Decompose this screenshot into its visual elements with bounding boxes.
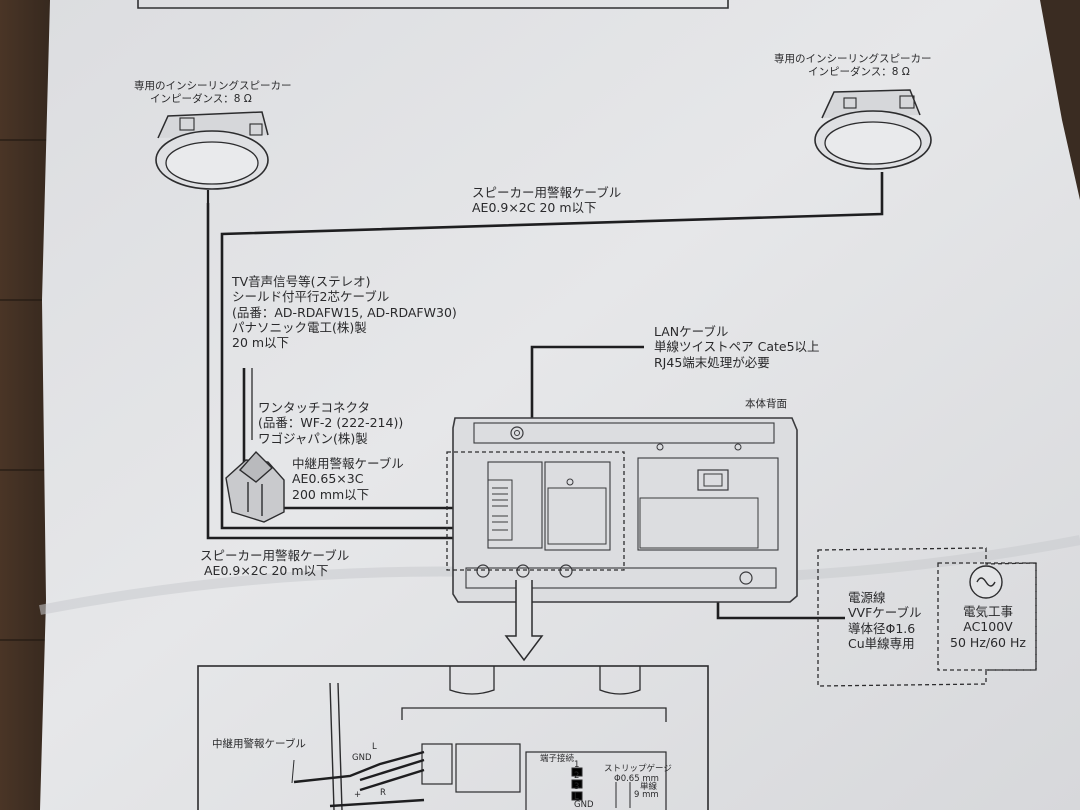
- detail-gnd-label: GND: [352, 753, 372, 763]
- detail-box-drawing: [197, 665, 709, 810]
- terminal-2-label: 2: [574, 771, 580, 781]
- speaker-cable-left: [206, 203, 500, 540]
- one-touch-connector-drawing: [225, 450, 285, 523]
- tv-cable-label: TV音声信号等(ステレオ) シールド付平行2芯ケーブル (品番：AD-RDAFW…: [232, 274, 457, 350]
- lan-cable-label: LANケーブル 単線ツイストペア Cate5以上 RJ45端末処理が必要: [654, 324, 820, 370]
- detail-cable-label: 中継用警報ケーブル: [212, 738, 306, 750]
- speaker-right-label: 専用のインシーリングスピーカー インピーダンス：8 Ω: [774, 53, 932, 78]
- speaker-cable-right: [220, 172, 884, 530]
- electrical-work-label: 電気工事 AC100V 50 Hz/60 Hz: [950, 604, 1026, 650]
- top-frame: [137, 0, 729, 9]
- speaker-left-drawing: [155, 111, 269, 203]
- single-wire-label: 単線: [640, 782, 658, 792]
- ac-symbol-icon: [969, 565, 1003, 599]
- speaker-left-label: 専用のインシーリングスピーカー インピーダンス：8 Ω: [134, 80, 292, 105]
- down-arrow-icon: [504, 580, 544, 662]
- speaker-cable-top-label: スピーカー用警報ケーブル AE0.9×2C 20 m以下: [472, 185, 622, 216]
- strip-gauge-label: ストリップゲージ: [604, 764, 672, 774]
- terminal-1-label: 1: [574, 760, 580, 770]
- power-line-label: 電源線 VVFケーブル 導体径Φ1.6 Cu単線専用: [848, 590, 922, 651]
- terminal-3-label: 3: [574, 782, 580, 792]
- paper-sheet: [40, 0, 1080, 810]
- detail-l-label: L: [372, 742, 377, 752]
- connector-label: ワンタッチコネクタ (品番：WF-2 (222-214)) ワゴジャパン(株)製: [258, 400, 404, 446]
- relay-cable-label: 中継用警報ケーブル AE0.65×3C 200 mm以下: [292, 456, 404, 502]
- strip-length-label: 9 mm: [634, 790, 659, 800]
- unit-back-label: 本体背面: [745, 398, 787, 410]
- diameter-label: Φ0.65 mm: [614, 774, 659, 784]
- detail-plus-label: +: [354, 790, 362, 800]
- speaker-right-drawing: [814, 89, 932, 170]
- speaker-cable-bottom-label: スピーカー用警報ケーブル AE0.9×2C 20 m以下: [200, 548, 350, 579]
- outlet-dashed-box: [937, 562, 1037, 671]
- detail-r-label: R: [380, 788, 386, 798]
- terminal-title-label: 端子接続: [540, 754, 575, 764]
- unit-back-drawing: [452, 417, 798, 603]
- terminal-gnd-label: GND: [574, 800, 594, 810]
- terminal-l-label: L: [574, 792, 579, 802]
